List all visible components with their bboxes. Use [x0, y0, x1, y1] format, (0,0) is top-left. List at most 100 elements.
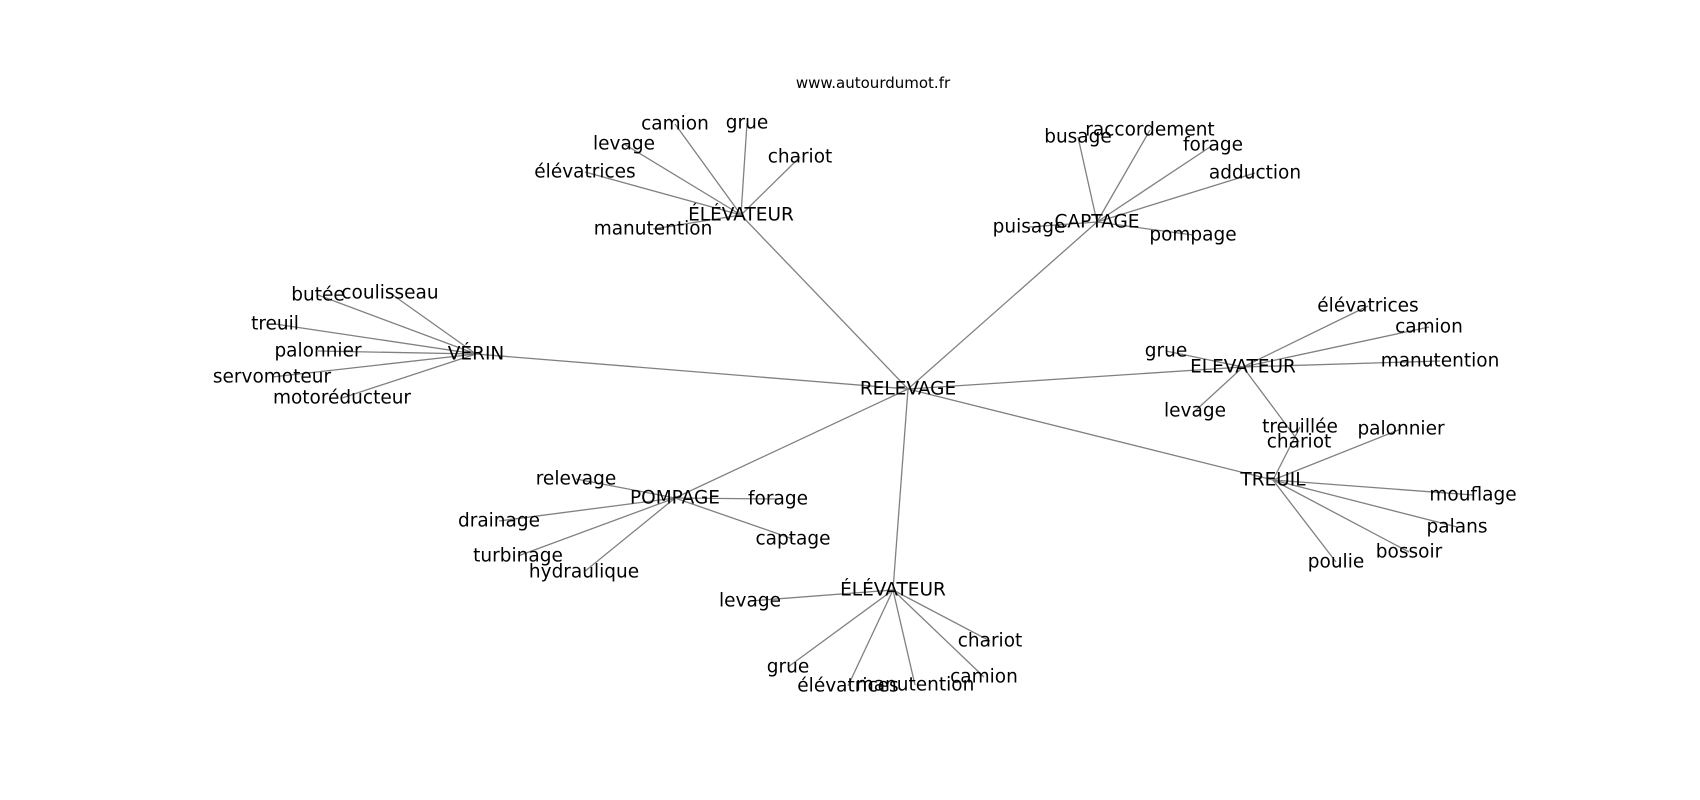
leaf-node-camion: camion [950, 667, 1018, 688]
edge-captage-raccordement [1096, 129, 1151, 223]
edges-layer [271, 122, 1474, 687]
edge-elevateur-grue [787, 589, 894, 668]
leaf-node-elevatrices: élévatrices [797, 676, 898, 697]
leaf-node-palonnier: palonnier [274, 341, 362, 362]
leaf-node-manutention: manutention [856, 675, 975, 696]
edge-elevateur-elevatrices [1242, 305, 1369, 368]
edge-verin-motoreducteur [341, 353, 477, 399]
leaf-node-captage: captage [756, 529, 831, 550]
edge-pompage-relevage [575, 478, 676, 499]
edge-elevateur-camion [1242, 326, 1430, 368]
hub-node-captage: CAPTAGE [1055, 212, 1140, 233]
edge-verin-coulisseau [389, 292, 477, 355]
leaf-node-relevage: relevage [536, 469, 617, 490]
edge-elevateur-chariot [892, 589, 991, 642]
leaf-node-manutention: manutention [1381, 351, 1500, 372]
edge-elevateur-chariot [740, 156, 801, 216]
edge-captage-forage [1096, 144, 1214, 223]
leaf-node-raccordement: raccordement [1085, 120, 1214, 141]
leaf-node-hydraulique: hydraulique [529, 562, 639, 583]
edge-verin-butee [317, 294, 477, 355]
hub-node-pompage: POMPAGE [630, 488, 720, 509]
leaf-node-levage: levage [1164, 401, 1226, 422]
leaf-node-butee: butée [291, 285, 345, 306]
edge-elevateur-manutention [652, 214, 742, 230]
edge-verin-servomoteur [271, 353, 477, 378]
edge-elevateur-grue [1165, 350, 1244, 368]
edge-root-treuil [907, 388, 1274, 481]
edge-elevateur-manutention [1242, 360, 1441, 368]
leaf-node-adduction: adduction [1209, 163, 1301, 184]
edge-treuil-palonnier [1272, 428, 1402, 481]
leaf-node-servomoteur: servomoteur [213, 367, 332, 388]
leaf-node-elevatrices: élévatrices [534, 162, 635, 183]
leaf-node-camion: camion [1395, 317, 1463, 338]
edge-verin-treuil [274, 323, 477, 355]
edge-elevateur-chariot [1242, 366, 1300, 443]
edge-pompage-captage [674, 497, 794, 540]
edge-elevateur-manutention [892, 589, 916, 686]
edge-treuil-palans [1272, 479, 1458, 528]
edge-elevateur-elevatrices [584, 171, 742, 216]
edge-captage-pompage [1096, 221, 1194, 236]
edge-pompage-drainage [498, 497, 676, 522]
leaf-node-grue: grue [726, 113, 768, 134]
leaf-node-grue: grue [1145, 341, 1187, 362]
leaf-node-treuillee: treuillée [1262, 417, 1338, 438]
edge-root-elevateur [740, 214, 909, 390]
leaf-node-palonnier: palonnier [1357, 419, 1445, 440]
edge-pompage-hydraulique [583, 497, 676, 573]
edge-treuil-treuillee [1272, 426, 1301, 481]
edge-root-elevateur [892, 388, 909, 591]
hub-node-treuil: TREUIL [1239, 470, 1306, 491]
leaf-node-forage: forage [748, 489, 808, 510]
leaf-node-drainage: drainage [458, 511, 540, 532]
edge-captage-busage [1077, 136, 1098, 223]
root-node: RELEVAGE [860, 379, 956, 400]
edge-elevateur-levage [1194, 366, 1244, 412]
leaf-node-chariot: chariot [768, 147, 833, 168]
leaf-node-motoreducteur: motoréducteur [273, 388, 411, 409]
edge-root-pompage [674, 388, 909, 499]
edge-treuil-bossoir [1272, 479, 1410, 553]
leaf-node-camion: camion [641, 114, 709, 135]
leaf-node-poulie: poulie [1308, 552, 1364, 573]
leaf-node-elevatrices: élévatrices [1317, 296, 1418, 317]
leaf-node-treuil: treuil [251, 314, 299, 335]
leaf-node-coulisseau: coulisseau [341, 283, 438, 304]
leaf-node-palans: palans [1427, 517, 1488, 538]
leaf-node-manutention: manutention [594, 219, 713, 240]
hub-node-elevateur: ÉLÉVATEUR [840, 579, 946, 601]
edge-elevateur-elevatrices [847, 589, 894, 687]
leaf-node-levage: levage [593, 134, 655, 155]
edge-elevateur-camion [674, 123, 742, 216]
leaf-node-levage: levage [719, 591, 781, 612]
leaf-node-bossoir: bossoir [1376, 542, 1443, 563]
leaf-node-chariot: chariot [1267, 432, 1332, 453]
edge-root-captage [907, 221, 1098, 390]
edge-pompage-turbinage [517, 497, 676, 557]
edge-elevateur-grue [740, 122, 748, 216]
leaf-node-grue: grue [767, 657, 809, 678]
edge-treuil-poulie [1272, 479, 1337, 563]
edge-elevateur-camion [892, 589, 985, 678]
leaf-node-puisage: puisage [993, 217, 1066, 238]
leaf-node-turbinage: turbinage [473, 546, 563, 567]
edge-elevateur-levage [623, 143, 742, 216]
edge-root-verin [475, 353, 909, 390]
edge-verin-palonnier [317, 350, 477, 355]
leaf-node-chariot: chariot [958, 631, 1023, 652]
edge-treuil-mouflage [1272, 479, 1474, 496]
hub-node-verin: VÉRIN [448, 343, 505, 365]
edge-captage-puisage [1028, 221, 1098, 228]
edge-elevateur-levage [749, 589, 894, 602]
hub-node-elevateur: ÉLÉVATEUR [688, 204, 794, 226]
leaf-node-pompage: pompage [1149, 225, 1236, 246]
leaf-node-forage: forage [1183, 135, 1243, 156]
edge-root-elevateur [907, 366, 1244, 390]
site-watermark: www.autourdumot.fr [796, 74, 951, 92]
hub-node-elevateur: ELEVATEUR [1190, 357, 1296, 378]
edge-pompage-forage [674, 497, 779, 500]
